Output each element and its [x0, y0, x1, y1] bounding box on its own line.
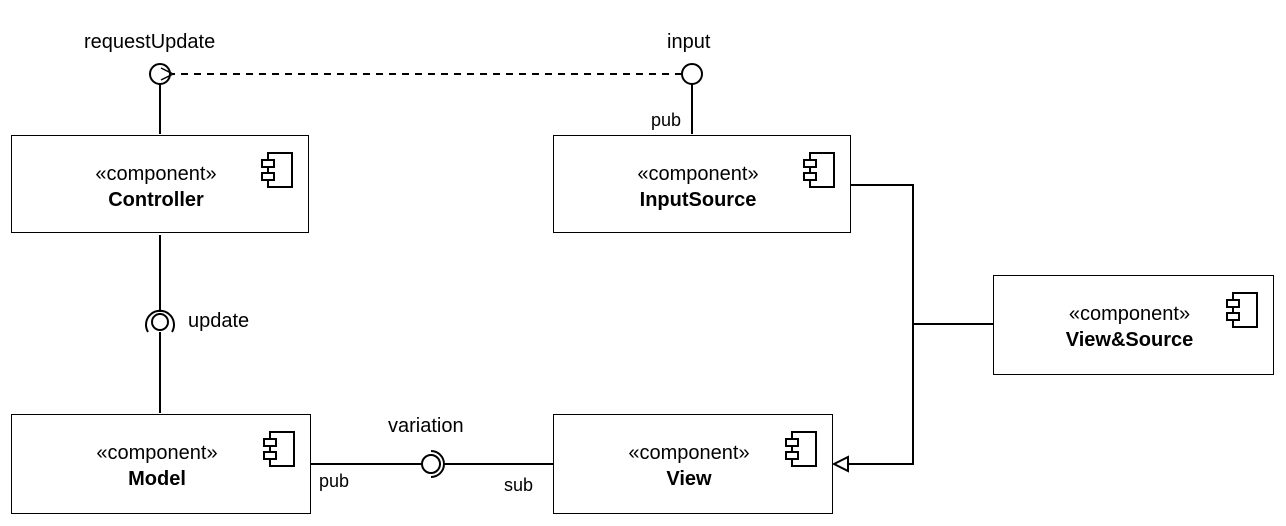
update-provided-icon — [151, 313, 169, 331]
input-source-stereotype: «component» — [637, 163, 759, 185]
update-socket-icon — [145, 309, 175, 333]
component-icon — [261, 152, 293, 188]
model-pub-label: pub — [319, 471, 350, 491]
controller-name: Controller — [108, 189, 204, 211]
generalization-arrowhead-view — [831, 455, 849, 473]
request-update-interface-icon — [149, 63, 171, 85]
input-source-component: «component» InputSource — [553, 135, 851, 233]
variation-label: variation — [388, 415, 464, 437]
view-source-stereotype: «component» — [1068, 303, 1191, 325]
variation-provided-icon — [421, 454, 441, 474]
input-source-pub-label: pub — [651, 110, 682, 130]
view-sub-label: sub — [504, 475, 534, 495]
input-interface-icon — [681, 63, 703, 85]
view-source-name: View&Source — [1065, 329, 1194, 351]
request-update-label: requestUpdate — [84, 31, 216, 53]
input-source-name: InputSource — [639, 189, 757, 211]
component-icon — [803, 152, 835, 188]
view-source-component: «component» View&Source — [993, 275, 1274, 375]
view-name: View — [666, 468, 712, 490]
controller-component: «component» Controller — [11, 135, 309, 233]
controller-stereotype: «component» — [95, 163, 217, 185]
model-stereotype: «component» — [96, 442, 218, 464]
view-stereotype: «component» — [628, 442, 750, 464]
generalization-to-view — [848, 324, 914, 465]
view-component: «component» View — [553, 414, 833, 514]
model-name: Model — [128, 468, 186, 490]
update-label: update — [188, 310, 250, 332]
component-icon — [785, 431, 817, 467]
generalization-to-input-source — [848, 184, 993, 325]
input-label: input — [667, 31, 711, 53]
component-icon — [263, 431, 295, 467]
component-icon — [1226, 292, 1258, 328]
model-component: «component» Model — [11, 414, 311, 514]
